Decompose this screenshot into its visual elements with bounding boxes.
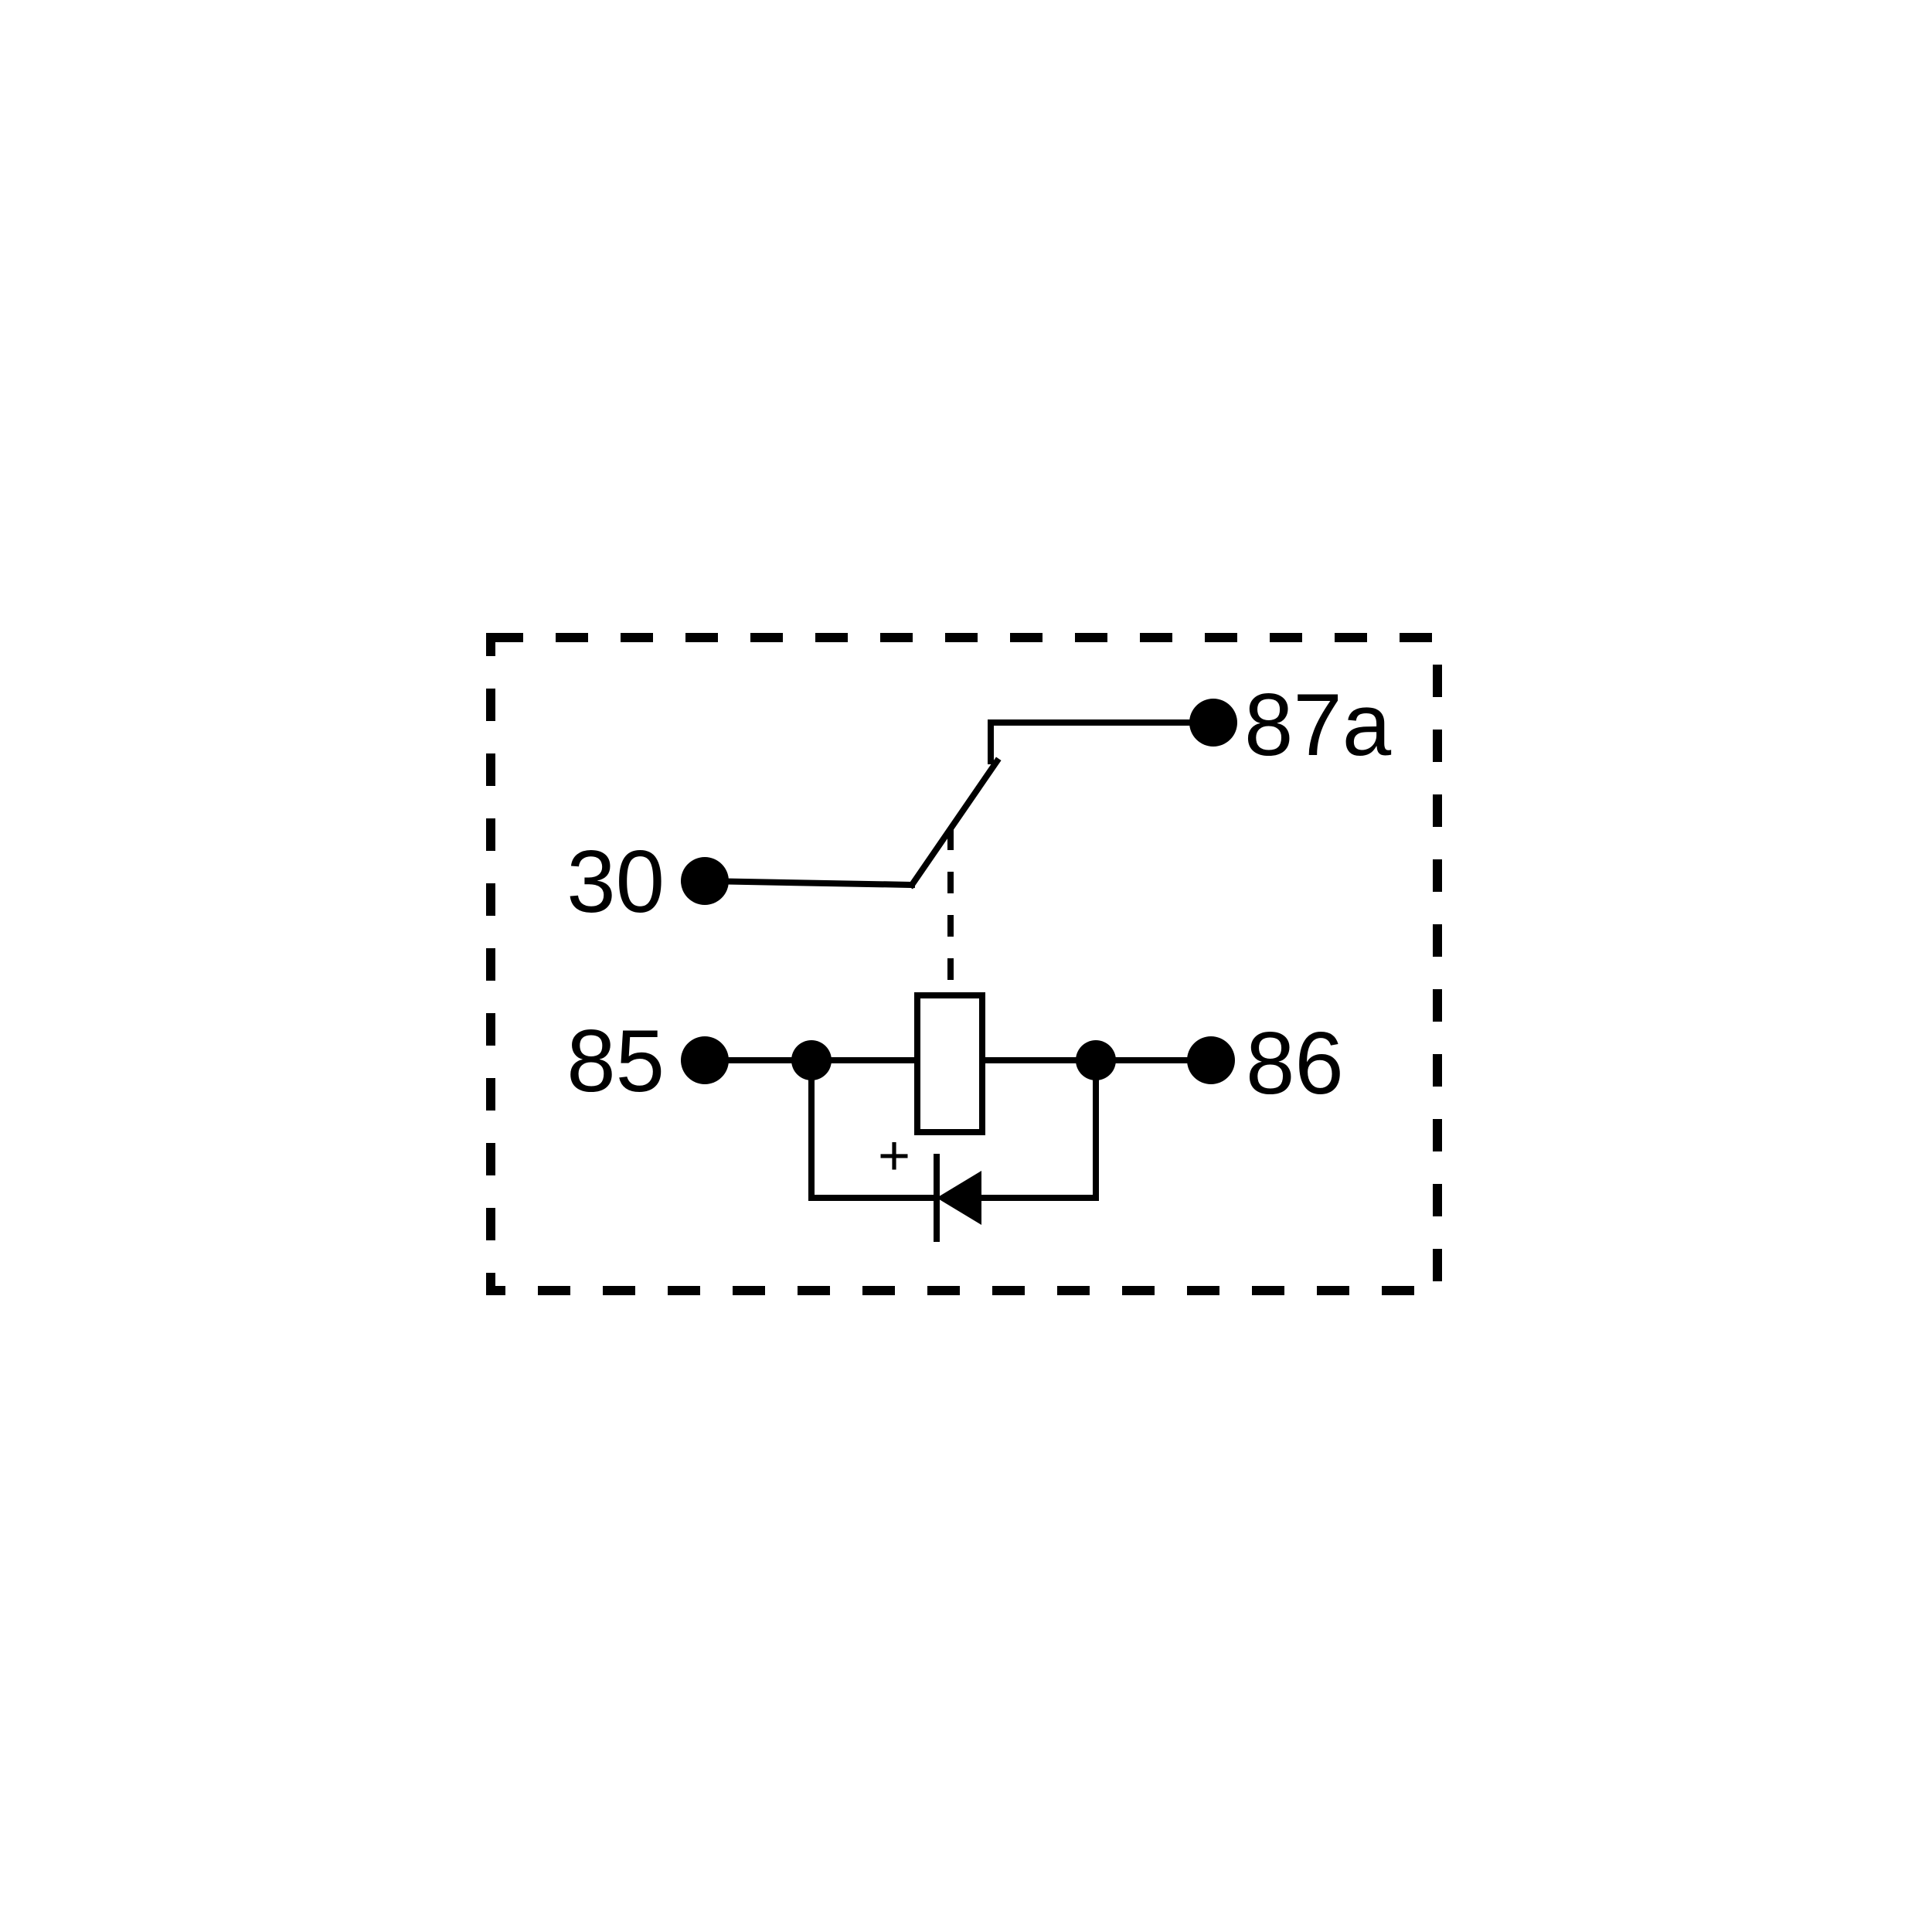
terminal-87a-wire <box>988 719 1216 764</box>
relay-coil <box>914 992 985 1135</box>
diode-polarity-plus: + <box>878 1125 910 1187</box>
terminal-87a-label: 87a <box>1244 676 1392 774</box>
relay-enclosure-dashed-border <box>486 633 1442 1295</box>
terminal-85-label: 85 <box>566 1012 665 1111</box>
junction-dot-left <box>791 1040 832 1080</box>
terminal-87a-dot <box>1189 699 1237 747</box>
terminal-30-label: 30 <box>566 833 665 931</box>
terminal-30-dot <box>681 857 729 905</box>
junction-dot-right <box>1076 1040 1116 1080</box>
terminal-86-label: 86 <box>1246 1015 1344 1113</box>
terminal-30-wire <box>701 877 916 889</box>
switch-contact-arm <box>907 757 1002 889</box>
terminal-86-dot <box>1187 1036 1235 1084</box>
diode-triangle <box>937 1171 981 1225</box>
terminal-85-dot <box>681 1036 729 1084</box>
diode-right-wire <box>977 1057 1099 1201</box>
diode-left-wire <box>808 1057 940 1201</box>
